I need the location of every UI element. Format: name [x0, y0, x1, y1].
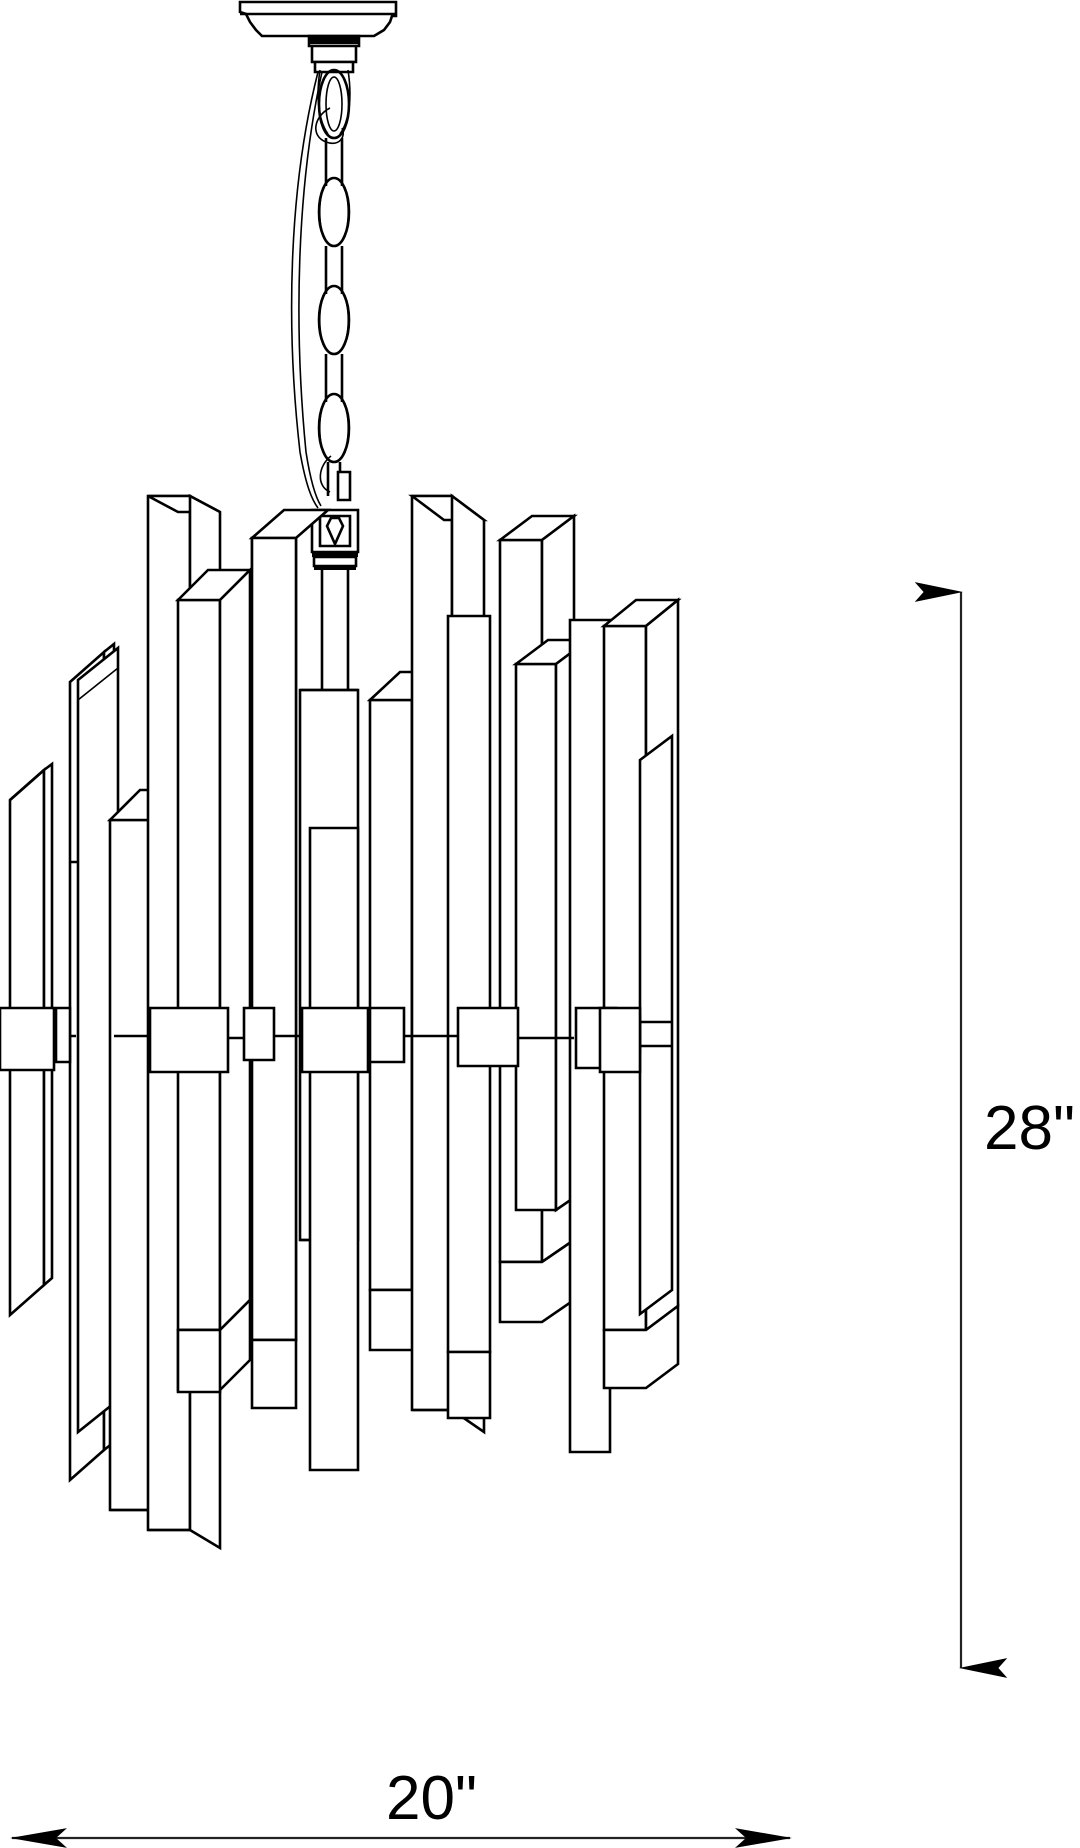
- suspension-chain: [290, 68, 352, 509]
- crystal-bar: [174, 566, 254, 1394]
- width-dimension-label: 20": [386, 1764, 477, 1833]
- height-dimension-label: 28": [984, 1094, 1075, 1163]
- crystal-bar: [248, 508, 332, 1410]
- horizontal-connector-band: [0, 1006, 672, 1074]
- ceiling-canopy-plate: [238, 0, 398, 74]
- lamp-socket-assembly: [310, 508, 360, 690]
- crystal-bar: [638, 733, 674, 1317]
- crystal-bar: [308, 826, 360, 1472]
- crystal-bar: [446, 614, 492, 1420]
